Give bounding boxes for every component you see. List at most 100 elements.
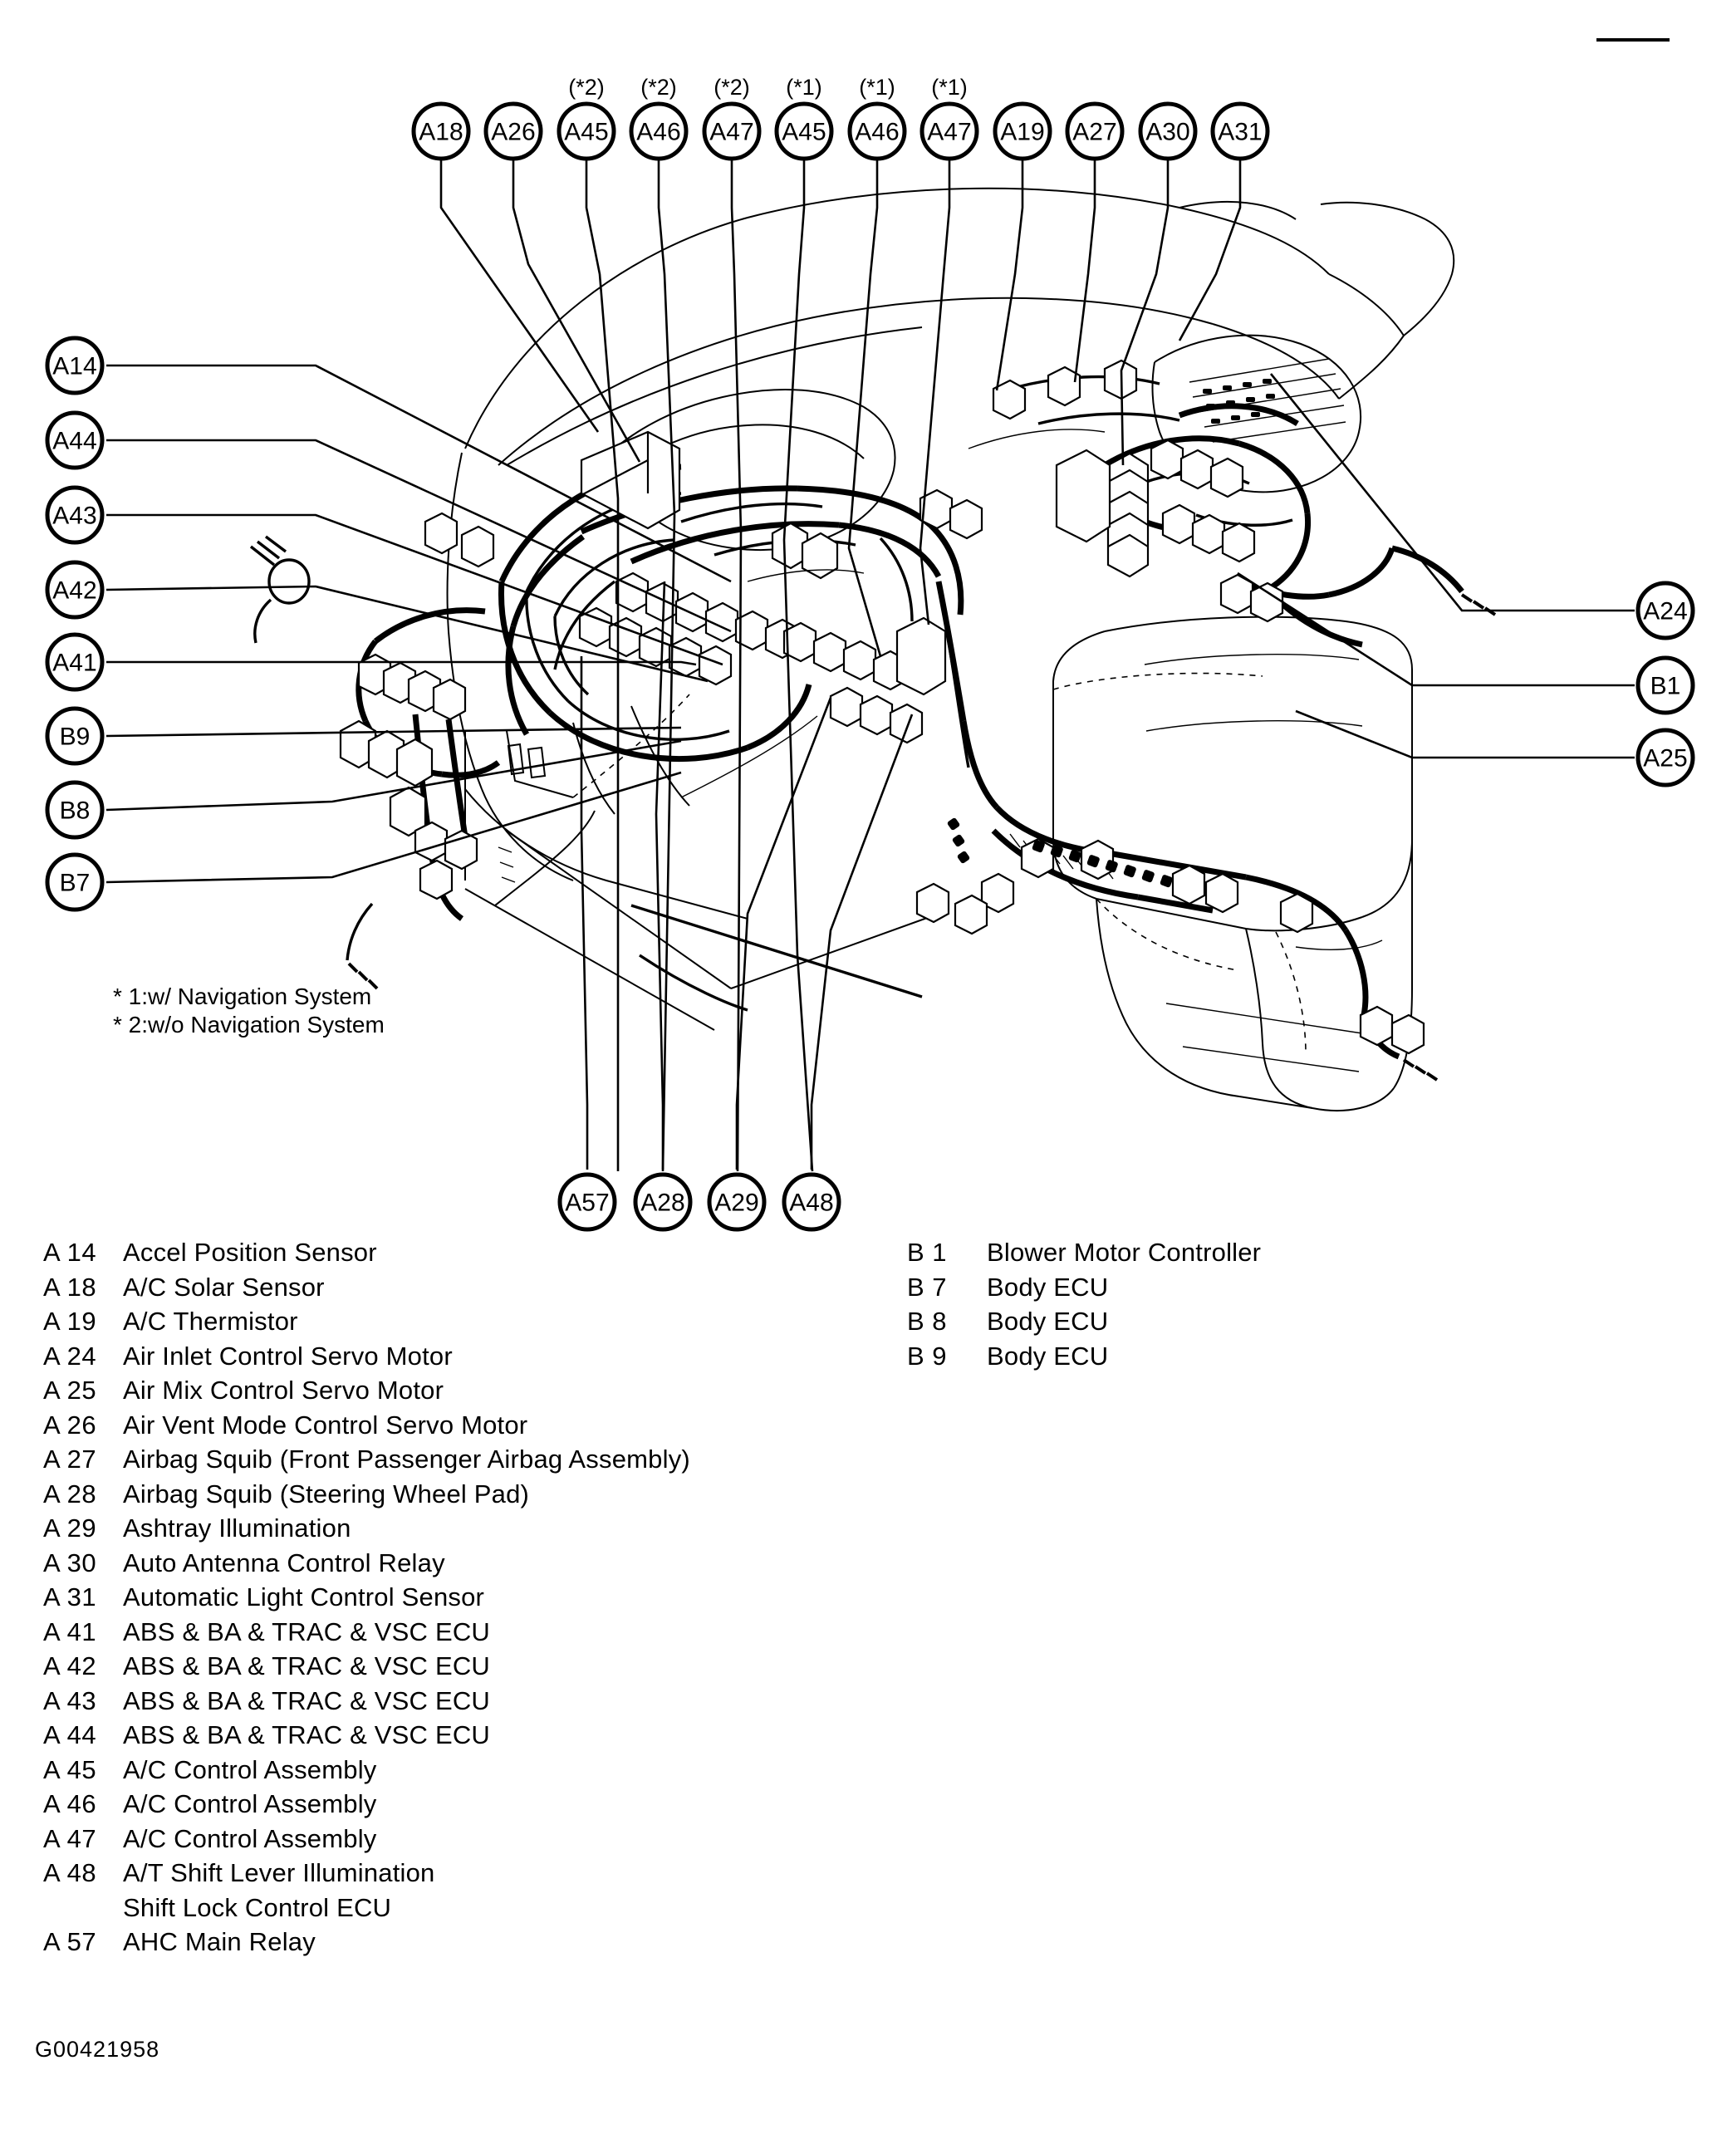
legend-row: B 9 Body ECU [907,1342,1261,1376]
callout-circle [45,410,105,470]
callout-a31[interactable]: A31 [1210,101,1270,161]
legend-code: A 45 [43,1754,97,1784]
legend-code: A 19 [43,1307,97,1336]
legend-code: A 43 [43,1685,97,1715]
callout-label: A30 [1145,119,1189,146]
legend-description: Accel Position Sensor [123,1238,377,1267]
legend-code: B 9 [907,1341,948,1371]
callout-label: B7 [60,870,91,897]
callout-a29[interactable]: A29 [707,1172,767,1232]
callout-circle [45,560,105,620]
legend-description: Body ECU [987,1341,1109,1371]
callout-a24[interactable]: A24 [1635,581,1695,640]
legend-description: A/C Thermistor [123,1307,298,1336]
callout-a25[interactable]: A25 [1635,728,1695,787]
callout-footnote-marker: (*1) [786,75,822,100]
callout-label: A26 [491,119,535,146]
callout-a14[interactable]: A14 [45,336,105,395]
callout-circle [483,101,543,161]
callout-label: A45 [782,119,826,146]
legend-code: A 44 [43,1720,97,1749]
callout-label: A29 [714,1190,758,1217]
legend-code: B 7 [907,1272,948,1302]
legend-row: A 47 A/C Control Assembly [43,1824,690,1859]
callout-a28[interactable]: A28 [633,1172,693,1232]
callout-label: A57 [565,1190,609,1217]
callout-b9[interactable]: B9 [45,706,105,766]
legend-description: Body ECU [987,1272,1109,1302]
legend-description: A/C Control Assembly [123,1823,377,1853]
callout-a45[interactable]: A45 (*1) [774,75,834,161]
legend-description: Automatic Light Control Sensor [123,1582,485,1611]
callout-circle [993,101,1052,161]
legend-description: Auto Antenna Control Relay [123,1548,445,1577]
callout-label: A28 [640,1190,684,1217]
legend-code: A 46 [43,1789,97,1818]
callout-circle [1635,581,1695,640]
callout-a30[interactable]: A30 [1138,101,1198,161]
callout-label: A47 [709,119,753,146]
callout-circle [633,1172,693,1232]
callout-b1[interactable]: B1 [1635,655,1695,715]
callout-circle [557,1172,617,1232]
callout-label: A46 [855,119,899,146]
callout-a43[interactable]: A43 [45,485,105,545]
legend-row: A 14 Accel Position Sensor [43,1238,690,1273]
legend-row: A 19 A/C Thermistor [43,1307,690,1342]
callout-a26[interactable]: A26 [483,101,543,161]
callout-a45[interactable]: A45(*2) [557,75,616,161]
callout-a44[interactable]: A44 [45,410,105,470]
callout-a41[interactable]: A41 [45,632,105,692]
legend-code: A 25 [43,1376,97,1405]
callout-a27[interactable]: A27 [1065,101,1125,161]
callout-a18[interactable]: A18 [411,101,471,161]
legend-code: A 47 [43,1823,97,1853]
legend-description: A/C Solar Sensor [123,1272,325,1302]
legend-description: ABS & BA & TRAC & VSC ECU [123,1651,491,1680]
callout-a19[interactable]: A19 [993,101,1052,161]
callout-circle [45,632,105,692]
callout-label: A25 [1643,745,1687,773]
callout-label: A31 [1218,119,1262,146]
legend-code: A 14 [43,1238,97,1267]
callout-a48[interactable]: A48 [782,1172,841,1232]
callout-footnote-marker: (*1) [859,75,895,100]
legend-code: A 18 [43,1272,97,1302]
callout-label: A19 [1000,119,1044,146]
callout-b7[interactable]: B7 [45,852,105,912]
legend-code: A 30 [43,1548,97,1577]
legend-description: Air Vent Mode Control Servo Motor [123,1410,528,1440]
callout-a57[interactable]: A57 [557,1172,617,1232]
footnote-text: * 1:w/ Navigation System * 2:w/o Navigat… [113,984,385,1038]
legend-description: A/C Control Assembly [123,1754,377,1784]
callout-a47[interactable]: A47 (*2) [702,75,762,161]
callout-circle [774,101,834,161]
callout-a47[interactable]: A47(*1) [919,75,979,161]
callout-b8[interactable]: B8 [45,780,105,840]
callout-circle [45,336,105,395]
callout-a46[interactable]: A46 (*1) [847,75,907,161]
callout-a42[interactable]: A42 [45,560,105,620]
callout-circle [45,780,105,840]
callout-circle [847,101,907,161]
callout-circle [45,852,105,912]
callout-footnote-marker: (*2) [714,75,750,100]
legend-code: A 48 [43,1858,97,1887]
callout-a46[interactable]: A46(*2) [629,75,689,161]
callout-circle [1065,101,1125,161]
callout-footnote-marker: (*1) [931,75,968,100]
callout-label: A48 [789,1190,833,1217]
callout-circle [45,706,105,766]
